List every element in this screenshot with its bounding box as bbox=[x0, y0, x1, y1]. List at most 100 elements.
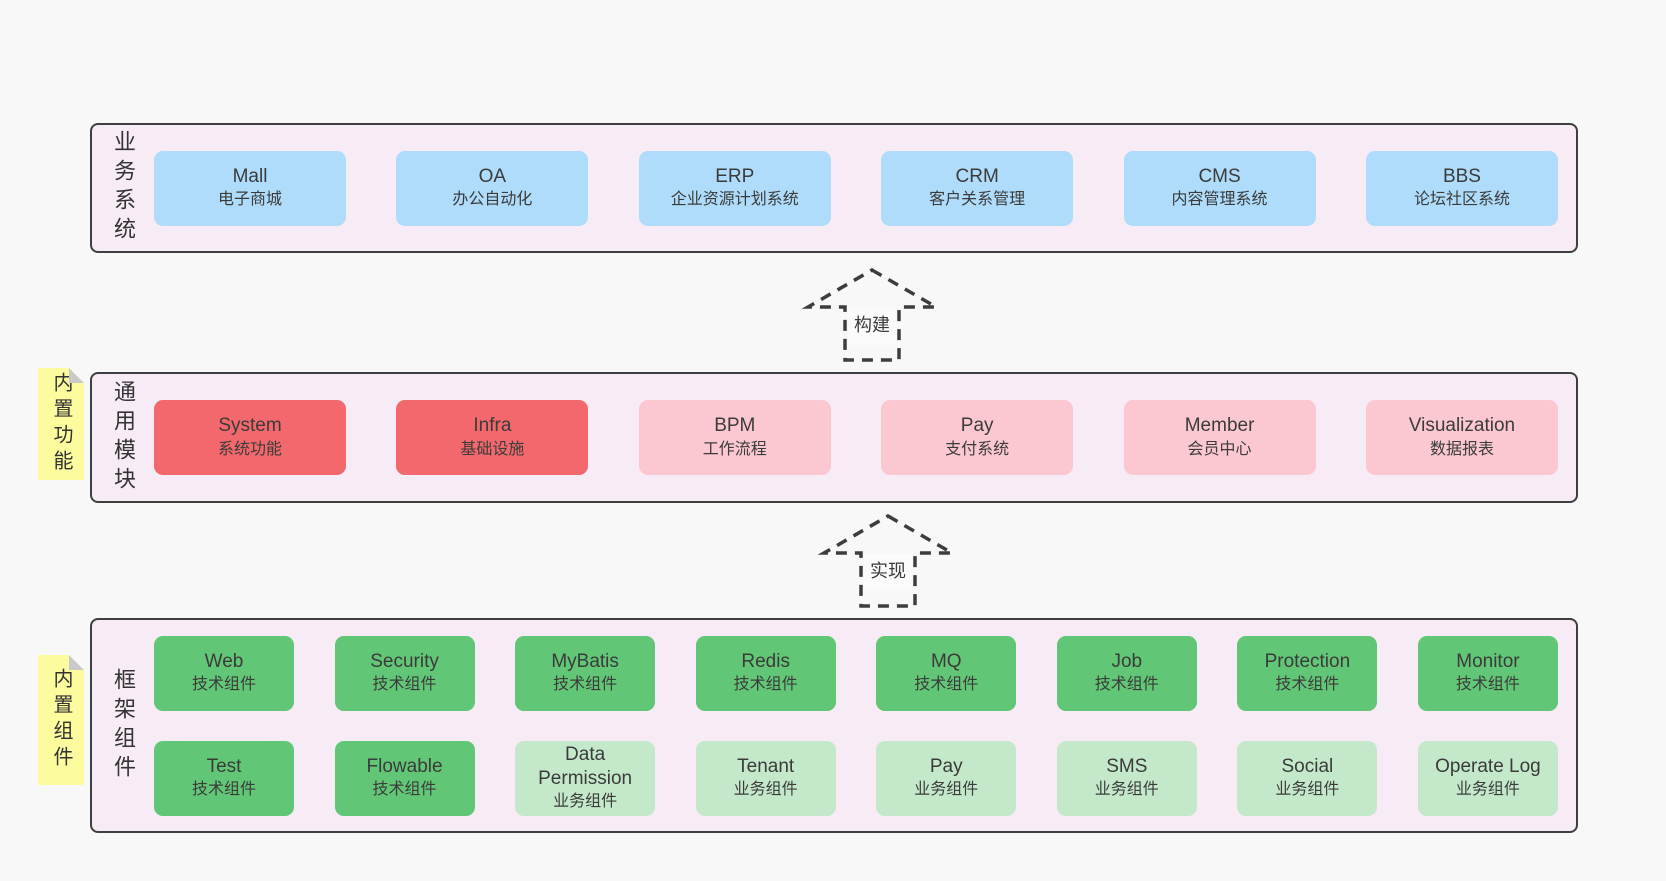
box-subtitle: 会员中心 bbox=[1187, 440, 1252, 458]
box-subtitle: 基础设施 bbox=[460, 440, 525, 458]
box-subtitle: 技术组件 bbox=[733, 676, 798, 694]
box-subtitle: 技术组件 bbox=[372, 676, 437, 694]
box-subtitle: 业务组件 bbox=[1455, 781, 1520, 799]
box-subtitle: 技术组件 bbox=[1094, 676, 1159, 694]
box-operate-log: Operate Log 业务组件 bbox=[1417, 740, 1558, 816]
box-subtitle: 技术组件 bbox=[191, 781, 256, 799]
layer-business-systems: 业务系统 Mall 电子商城 OA 办公自动化 ERP 企业资源计划系统 CRM 客户关系管理… bbox=[90, 123, 1578, 253]
box-subtitle: 技术组件 bbox=[914, 676, 979, 694]
box-subtitle: 企业资源计划系统 bbox=[670, 191, 799, 209]
business-systems-boxes: Mall 电子商城 OA 办公自动化 ERP 企业资源计划系统 CRM 客户关系管理 CMS 内容… bbox=[154, 125, 1576, 251]
box-visualization: Visualization 数据报表 bbox=[1365, 400, 1558, 475]
box-title: Member bbox=[1184, 415, 1255, 437]
box-title: SMS bbox=[1106, 755, 1148, 777]
box-social: Social 业务组件 bbox=[1237, 740, 1378, 816]
sticky-note-builtin-features-label: 内置功能 bbox=[50, 372, 72, 476]
box-subtitle: 业务组件 bbox=[733, 781, 798, 799]
sticky-note-builtin-components-label: 内置组件 bbox=[50, 668, 72, 772]
box-title: System bbox=[218, 415, 282, 437]
implement-arrow-label: 实现 bbox=[864, 554, 912, 591]
box-subtitle: 技术组件 bbox=[1275, 676, 1340, 694]
layer-label-zone: 业务系统 bbox=[92, 125, 154, 251]
box-subtitle: 客户关系管理 bbox=[929, 191, 1026, 209]
box-title: Visualization bbox=[1408, 415, 1516, 437]
box-subtitle: 系统功能 bbox=[217, 440, 282, 458]
layer-common-modules-label: 通用模块 bbox=[111, 379, 136, 496]
box-subtitle: 工作流程 bbox=[702, 440, 767, 458]
box-title: BPM bbox=[714, 415, 756, 437]
box-title: OA bbox=[478, 165, 507, 187]
box-title: Flowable bbox=[366, 755, 443, 777]
box-tenant: Tenant 业务组件 bbox=[695, 740, 836, 816]
box-title: Job bbox=[1111, 650, 1143, 672]
implement-arrow: 实现 bbox=[808, 510, 968, 610]
box-bpm: BPM 工作流程 bbox=[638, 400, 831, 475]
note-fold-corner bbox=[69, 655, 84, 670]
box-title: BBS bbox=[1442, 165, 1481, 187]
layer-business-systems-container: 业务系统 Mall 电子商城 OA 办公自动化 ERP 企业资源计划系统 CRM 客户关系管理… bbox=[90, 123, 1578, 253]
box-title: CRM bbox=[955, 165, 999, 187]
box-system: System 系统功能 bbox=[154, 400, 346, 475]
box-subtitle: 内容管理系统 bbox=[1171, 191, 1268, 209]
box-title: CMS bbox=[1198, 165, 1241, 187]
box-subtitle: 办公自动化 bbox=[452, 191, 533, 209]
box-cms: CMS 内容管理系统 bbox=[1123, 150, 1316, 226]
box-subtitle: 业务组件 bbox=[1094, 781, 1159, 799]
box-title: ERP bbox=[715, 165, 755, 187]
box-title: Operate Log bbox=[1435, 755, 1541, 777]
box-subtitle: 技术组件 bbox=[1455, 676, 1520, 694]
sticky-note-builtin-features: 内置功能 bbox=[38, 368, 84, 480]
box-test: Test 技术组件 bbox=[154, 740, 294, 816]
box-title: Tenant bbox=[737, 755, 795, 777]
box-erp: ERP 企业资源计划系统 bbox=[638, 150, 831, 226]
box-title: Infra bbox=[473, 415, 512, 437]
box-subtitle: 论坛社区系统 bbox=[1413, 191, 1510, 209]
box-title: Test bbox=[206, 755, 242, 777]
up-arrow-icon bbox=[801, 267, 943, 362]
box-title: MyBatis bbox=[551, 650, 619, 672]
box-member: Member 会员中心 bbox=[1123, 400, 1316, 475]
box-title: Monitor bbox=[1456, 650, 1520, 672]
box-monitor: Monitor 技术组件 bbox=[1417, 635, 1558, 711]
layer-label-zone: 框架组件 bbox=[92, 620, 154, 831]
box-subtitle: 电子商城 bbox=[217, 191, 282, 209]
layer-framework-components-label: 框架组件 bbox=[111, 667, 136, 784]
box-subtitle: 业务组件 bbox=[553, 793, 618, 811]
box-security: Security 技术组件 bbox=[334, 635, 475, 711]
box-crm: CRM 客户关系管理 bbox=[881, 150, 1074, 226]
box-subtitle: 技术组件 bbox=[191, 676, 256, 694]
up-arrow-icon bbox=[817, 513, 959, 608]
box-infra: Infra 基础设施 bbox=[396, 400, 589, 475]
box-subtitle: 数据报表 bbox=[1429, 440, 1494, 458]
layer-business-systems-label: 业务系统 bbox=[111, 130, 136, 246]
box-title: Social bbox=[1281, 755, 1334, 777]
build-arrow: 构建 bbox=[792, 264, 952, 364]
box-title: Pay bbox=[929, 755, 963, 777]
build-arrow-label: 构建 bbox=[848, 308, 896, 345]
box-title: Mall bbox=[232, 165, 268, 187]
note-fold-corner bbox=[69, 368, 84, 383]
box-mall: Mall 电子商城 bbox=[154, 150, 346, 226]
box-title: Security bbox=[370, 650, 439, 672]
box-subtitle: 业务组件 bbox=[914, 781, 979, 799]
box-subtitle: 支付系统 bbox=[945, 440, 1010, 458]
box-subtitle: 业务组件 bbox=[1275, 781, 1340, 799]
box-row: Mall 电子商城 OA 办公自动化 ERP 企业资源计划系统 CRM 客户关系管理 CMS 内容… bbox=[154, 150, 1558, 226]
